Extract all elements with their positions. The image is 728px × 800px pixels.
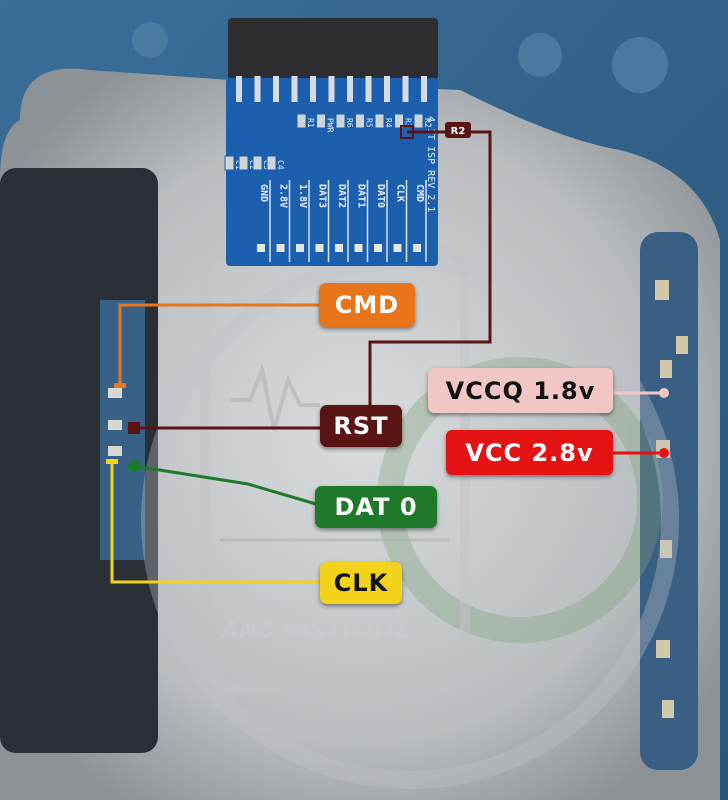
isp-component-ref: R6 <box>345 118 354 128</box>
isp-header-pin <box>236 76 242 102</box>
isp-pcb <box>226 78 438 266</box>
isp-title: 4-1T ISP REV 2.1 <box>425 116 436 212</box>
vccq-label: VCCQ 1.8v <box>428 368 613 413</box>
isp-header-pin <box>310 76 316 102</box>
isp-smd-component <box>238 155 249 171</box>
isp-component-ref: R4 <box>384 118 393 128</box>
clk-label: CLK <box>320 562 402 604</box>
isp-component-ref: PWR <box>326 118 335 133</box>
cmd-pad <box>108 388 122 398</box>
isp-smd-component <box>224 155 235 171</box>
isp-solder-pad <box>354 244 363 252</box>
isp-header-pin <box>384 76 390 102</box>
isp-pin-label: DAT3 <box>317 184 328 208</box>
isp-solder-pad <box>315 244 324 252</box>
isp-smd-component <box>335 113 346 129</box>
isp-pin-label: GND <box>258 184 269 202</box>
isp-header-pin <box>254 76 261 102</box>
isp-header-pin <box>291 76 298 102</box>
isp-solder-pad <box>276 244 285 252</box>
r2-tag <box>445 122 471 138</box>
isp-component-ref: C4 <box>276 160 285 170</box>
isp-solder-pad <box>335 244 343 252</box>
isp-pin-label: DAT0 <box>375 184 386 208</box>
isp-header-pin <box>365 76 372 102</box>
r2-tag-text: R2 <box>451 126 466 137</box>
isp-header-pin <box>273 76 279 102</box>
cmd-wire <box>118 303 320 388</box>
isp-smd-component <box>266 155 277 171</box>
isp-component-ref: R3 <box>404 118 413 128</box>
isp-header-pin <box>328 76 335 102</box>
dat0-wire <box>133 464 317 506</box>
rst-marker <box>128 422 140 434</box>
dat0-label: DAT 0 <box>315 486 437 528</box>
isp-solder-pad <box>296 244 304 252</box>
isp-pin-label: DAT2 <box>336 184 347 208</box>
isp-component-ref: R1 <box>306 118 315 128</box>
vcc-label: VCC 2.8v <box>446 430 613 475</box>
dat0-pad-area <box>108 446 122 456</box>
isp-header-pin <box>347 76 353 102</box>
isp-pin-label: 1.8V <box>297 184 308 208</box>
rst-pad <box>108 420 122 430</box>
watermark-line2: AND INSTITUTE <box>220 619 412 644</box>
isp-adapter: 4-1T ISP REV 2.1 GND 2.8V 1.8V DAT3 DAT2 DAT1… <box>224 18 438 266</box>
rst-label: RST <box>320 405 402 447</box>
isp-pin-label: DAT1 <box>356 184 367 208</box>
isp-solder-pad <box>374 244 382 252</box>
isp-smd-component <box>296 113 307 129</box>
vccq-marker <box>659 388 669 398</box>
isp-component-ref: R5 <box>365 118 374 128</box>
isp-smd-component <box>374 113 385 129</box>
isp-solder-pad <box>257 244 265 252</box>
isp-pin-label: CMD <box>414 184 425 202</box>
isp-solder-pad <box>413 244 421 252</box>
cmd-wire-end <box>114 383 126 388</box>
isp-smd-component <box>394 113 404 129</box>
dat0-marker <box>128 460 140 472</box>
isp-component-ref: R2 <box>423 118 432 128</box>
isp-smd-component <box>316 113 326 129</box>
isp-smd-component <box>252 155 263 171</box>
vcc-marker <box>659 448 669 458</box>
isp-pin-label: CLK <box>395 184 406 202</box>
isp-pin-label: 2.8V <box>278 184 289 208</box>
isp-smd-component <box>355 113 365 129</box>
isp-smd-component <box>413 113 424 129</box>
cmd-label: CMD <box>319 283 415 327</box>
r2-marker <box>400 125 414 139</box>
clk-wire-end <box>106 459 118 464</box>
isp-header-pin <box>402 76 409 102</box>
right-strip <box>640 232 698 770</box>
isp-solder-pad <box>393 244 402 252</box>
isp-connector <box>228 18 438 80</box>
clk-wire <box>110 462 320 584</box>
isp-header-pin <box>421 76 427 102</box>
